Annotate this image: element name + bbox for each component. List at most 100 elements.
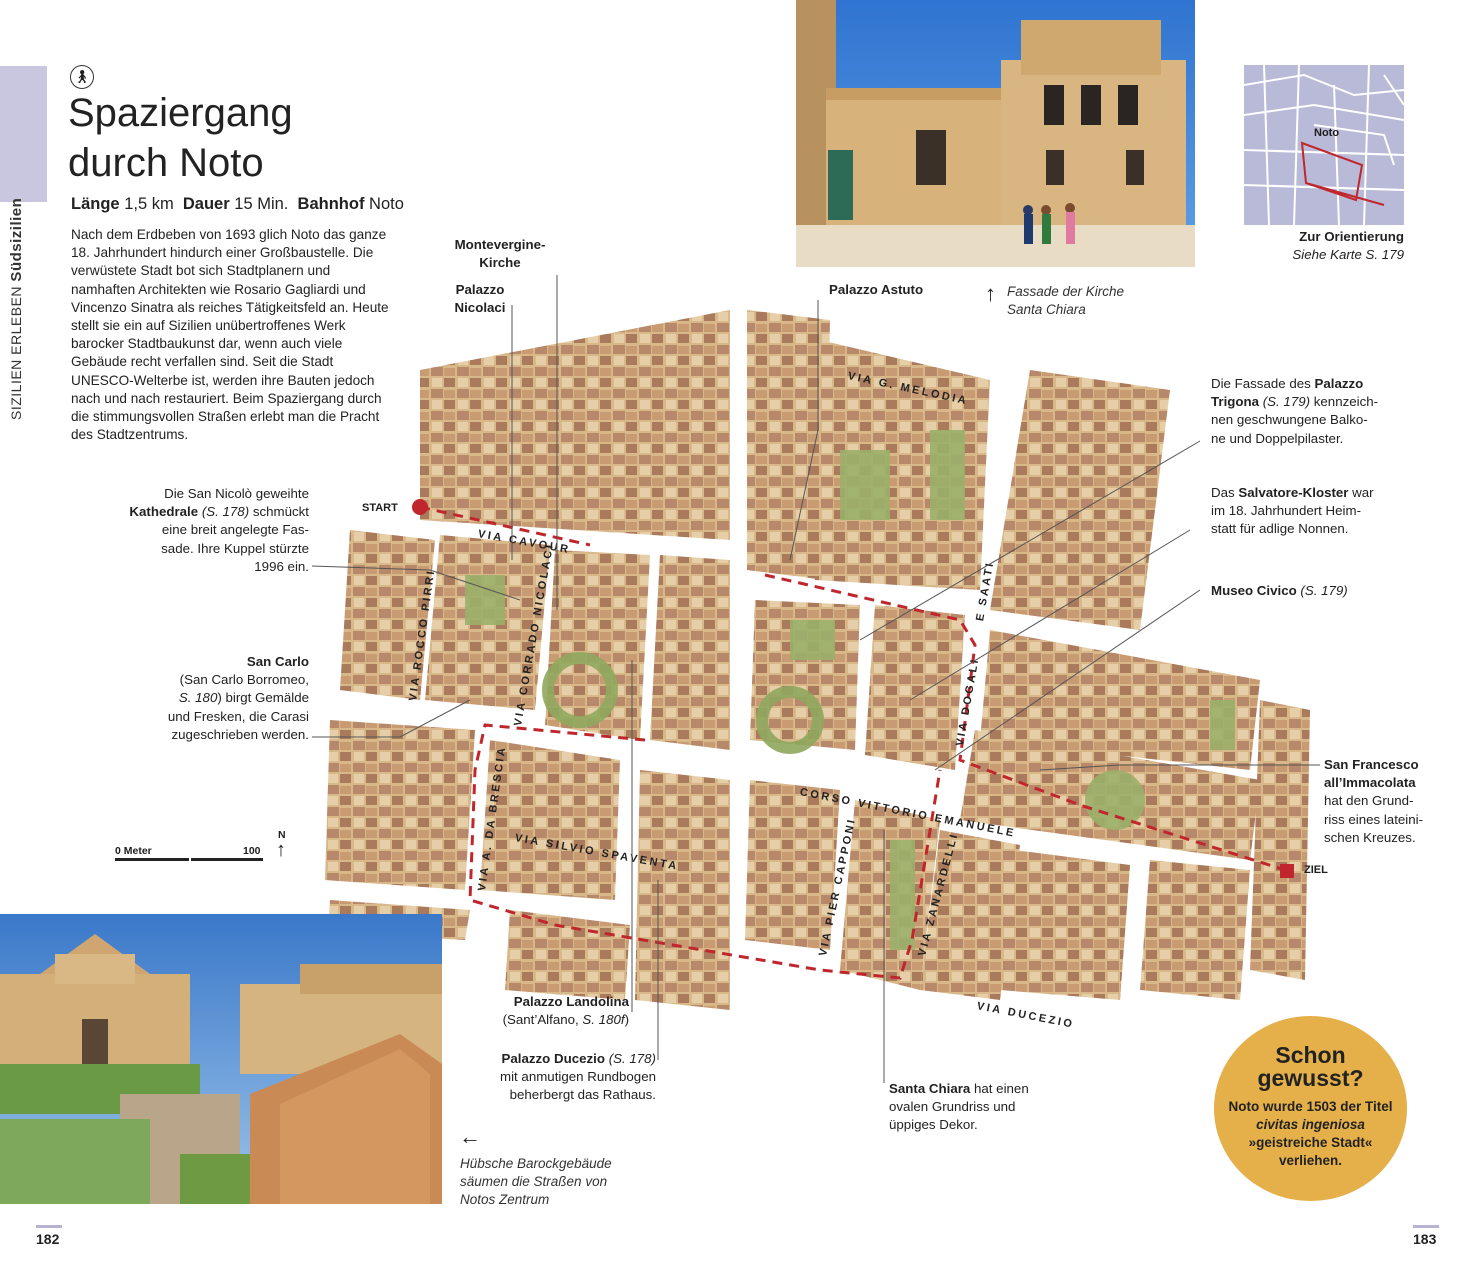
trigona-post3: ne und Doppelpilaster.	[1211, 430, 1344, 446]
finish-label: ZIEL	[1304, 864, 1328, 876]
intro-text: Nach dem Erdbeben von 1693 glich Noto da…	[71, 227, 389, 443]
label-museo-civico: Museo Civico (S. 179)	[1211, 582, 1348, 600]
trigona-post2: nen geschwungene Balko-	[1211, 412, 1368, 428]
walk-facts: Länge 1,5 km Dauer 15 Min. Bahnhof Noto	[71, 195, 404, 214]
montevergine-name-1: Montevergine-	[454, 237, 546, 252]
fact-text: Noto wurde 1503 der Titel civitas ingeni…	[1214, 1098, 1407, 1170]
duration-label: Dauer	[182, 195, 230, 213]
label-santa-chiara: Santa Chiara hat einen ovalen Grundriss …	[889, 1080, 1069, 1135]
label-salvatore-kloster: Das Salvatore-Kloster war im 18. Jahrhun…	[1211, 484, 1391, 539]
fact-text-post: »geistreiche Stadt« verliehen.	[1248, 1135, 1373, 1168]
length-label: Länge	[71, 195, 120, 213]
page-title: Spaziergang durch Noto	[68, 88, 408, 188]
carlo-ref: S. 180	[178, 690, 218, 706]
salvatore-name: Salvatore-Kloster	[1238, 485, 1349, 500]
trigona-post1: kennzeich-	[1313, 394, 1379, 410]
carlo-line-4: und Fresken, die Carasi	[167, 708, 309, 724]
francesco-line-5: schen Kreuzes.	[1324, 829, 1416, 845]
landolina-name: Palazzo Landolina	[513, 994, 629, 1009]
ducezio-line-3: beherbergt das Rathaus.	[509, 1087, 656, 1103]
kathedrale-pre: Die San Nicolò geweihte	[164, 486, 309, 501]
museo-name: Museo Civico	[1211, 583, 1297, 598]
fact-text-pre: Noto wurde 1503 der Titel	[1228, 1099, 1393, 1114]
label-palazzo-trigona: Die Fassade des Palazzo Trigona (S. 179)…	[1211, 375, 1391, 448]
label-palazzo-ducezio: Palazzo Ducezio (S. 178) mit anmutigen R…	[456, 1050, 656, 1105]
label-palazzo-landolina: Palazzo Landolina (Sant’Alfano, S. 180f)	[460, 993, 629, 1029]
kathedrale-post2: eine breit angelegte Fas-	[161, 522, 309, 538]
kathedrale-ref: (S. 178)	[201, 504, 250, 520]
carlo-line-3: ) birgt Gemälde	[217, 690, 309, 706]
francesco-line-4: riss eines lateini-	[1324, 811, 1424, 827]
museo-ref: (S. 179)	[1300, 583, 1348, 598]
bottom-caption-line-1: Hübsche Barockgebäude	[460, 1156, 612, 1171]
start-label: START	[362, 502, 398, 514]
orientation-ref: Siehe Karte S. 179	[1292, 247, 1404, 263]
finish-marker	[1280, 864, 1294, 878]
locator-map: Noto	[1244, 65, 1404, 225]
title-line-2: durch Noto	[68, 141, 264, 185]
nicolaci-name-2: Nicolaci	[454, 300, 506, 316]
label-palazzo-astuto: Palazzo Astuto	[829, 281, 923, 299]
landolina-line-2a: (Sant’Alfano,	[502, 1012, 579, 1028]
scale-value: 100	[243, 845, 261, 857]
photo-noto-street	[0, 914, 442, 1204]
landolina-ref: S. 180f	[582, 1012, 625, 1028]
trigona-name-a: Palazzo	[1314, 376, 1364, 391]
chiara-post1: hat einen	[974, 1081, 1029, 1096]
orientation-title: Zur Orientierung	[1299, 229, 1404, 244]
walk-map[interactable]: VIA CAVOUR VIA G. MELODIA VIA ROCCO PIRR…	[300, 300, 1310, 1100]
orientation-caption: Zur Orientierung Siehe Karte S. 179	[1250, 228, 1404, 264]
fact-title-2: gewusst?	[1257, 1065, 1364, 1091]
page-number-left: 182	[36, 1231, 60, 1247]
arrow-up-icon: ↑	[985, 281, 996, 306]
walking-icon: 🚶︎	[70, 65, 94, 89]
label-kathedrale: Die San Nicolò geweihte Kathedrale (S. 1…	[108, 485, 309, 576]
ducezio-name: Palazzo Ducezio	[501, 1051, 605, 1066]
bottom-photo-caption: Hübsche Barockgebäude säumen die Straßen…	[460, 1155, 612, 1209]
page-bar-left	[36, 1225, 62, 1228]
fact-text-italic: civitas ingeniosa	[1256, 1117, 1365, 1132]
kathedrale-name: Kathedrale	[129, 504, 199, 520]
label-san-francesco: San Francesco all’Immacolata hat den Gru…	[1324, 756, 1444, 847]
page-number-right: 183	[1413, 1231, 1437, 1247]
francesco-name-1: San Francesco	[1324, 757, 1419, 772]
bottom-caption-line-3: Notos Zentrum	[460, 1192, 550, 1207]
north-label: N	[278, 829, 286, 841]
chiara-post2: ovalen Grundriss und	[889, 1099, 1016, 1115]
trigona-ref: (S. 179)	[1262, 394, 1311, 410]
title-line-1: Spaziergang	[68, 91, 293, 135]
scale-label: 0 Meter	[115, 845, 152, 857]
station-value: Noto	[369, 195, 404, 213]
duration-value: 15 Min.	[234, 195, 289, 213]
label-san-carlo: San Carlo (San Carlo Borromeo, S. 180) b…	[130, 653, 309, 744]
landolina-line-2b: )	[624, 1012, 629, 1028]
section-tab	[0, 66, 47, 202]
kathedrale-post3: sade. Ihre Kuppel stürzte	[161, 540, 309, 556]
trigona-pre: Die Fassade des	[1211, 376, 1311, 391]
salvatore-post2: im 18. Jahrhundert Heim-	[1211, 503, 1362, 519]
montevergine-name-2: Kirche	[479, 255, 521, 271]
label-palazzo-nicolaci: Palazzo Nicolaci	[440, 281, 520, 317]
salvatore-post1: war	[1352, 485, 1374, 500]
station-label: Bahnhof	[297, 195, 365, 213]
carlo-name: San Carlo	[246, 654, 309, 669]
label-montevergine: Montevergine- Kirche	[445, 236, 555, 272]
top-photo-caption: Fassade der Kirche Santa Chiara	[1007, 283, 1124, 319]
ducezio-line-2: mit anmutigen Rundbogen	[500, 1069, 656, 1085]
bottom-caption-line-2: säumen die Straßen von	[460, 1174, 608, 1189]
kathedrale-post4: 1996 ein.	[254, 558, 309, 574]
salvatore-pre: Das	[1211, 485, 1235, 500]
fact-title: Schon gewusst?	[1214, 1044, 1407, 1090]
north-arrow-icon: ↑	[276, 839, 286, 861]
salvatore-post3: statt für adlige Nonnen.	[1211, 521, 1349, 537]
arrow-left-icon: ←	[459, 1124, 481, 1149]
start-marker	[412, 499, 428, 515]
ducezio-ref: (S. 178)	[608, 1051, 656, 1066]
chiara-name: Santa Chiara	[889, 1081, 971, 1096]
top-caption-line-1: Fassade der Kirche	[1007, 284, 1125, 299]
trigona-name-b: Trigona	[1211, 394, 1260, 410]
chiara-post3: üppiges Dekor.	[889, 1117, 978, 1133]
nicolaci-name-1: Palazzo	[455, 282, 505, 297]
length-value: 1,5 km	[124, 195, 174, 213]
